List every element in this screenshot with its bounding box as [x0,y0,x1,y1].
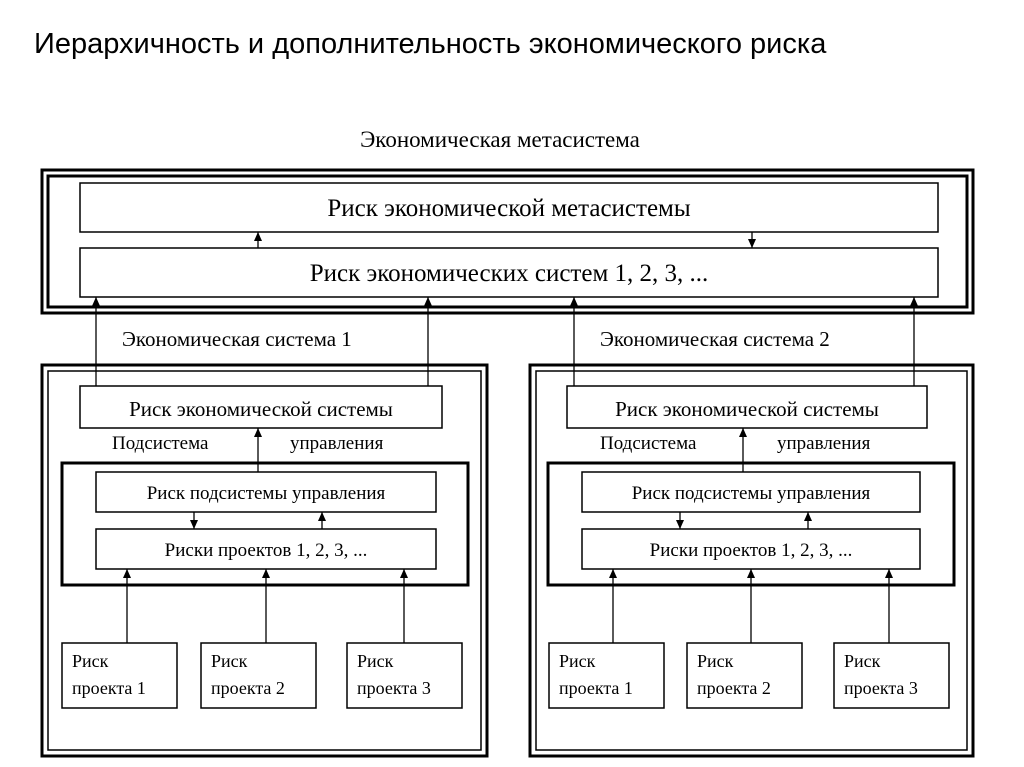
system-2-project-1-line2: проекта 1 [559,678,633,698]
metasystem-frame-inner [46,174,969,309]
system-2-risk-subsystem-box [581,471,921,513]
system-2-project-1-box [548,642,665,709]
system-2-risk-box [566,385,928,429]
system-2-subsystem-label-right: управления [777,433,871,454]
system-1-risk-subsystem-label: Риск подсистемы управления [146,483,386,504]
risk-meta-box [79,182,939,233]
system-1-subsystem-frame [60,461,470,587]
system-2-frame-outer [528,363,975,758]
system-1-risk-subsystem-box [95,471,437,513]
metasystem-caption: Экономическая метасистема [360,127,640,152]
system-2-project-2-box [686,642,803,709]
risk-systems-label: Риск экономических систем 1, 2, 3, ... [309,260,709,287]
system-2-risk-subsystem-label: Риск подсистемы управления [631,483,871,504]
system-2-frame-inner [535,370,968,751]
system-2-project-1-line1: Риск [559,651,596,671]
system-2-project-3-line1: Риск [844,651,881,671]
system-1-project-2-line1: Риск [211,651,248,671]
risk-systems-box [79,247,939,298]
system-1-subsystem-label-right: управления [290,433,384,454]
system-1-frame-inner [47,370,482,751]
system-1-subsystem-label-left: Подсистема [112,433,209,454]
risk-meta-label: Риск экономической метасистемы [327,195,691,222]
system-2-project-3-line2: проекта 3 [844,678,918,698]
system-1-risk-label: Риск экономической системы [129,397,393,421]
system-1-risks-projects-label: Риски проектов 1, 2, 3, ... [164,540,368,561]
system-2-caption: Экономическая система 2 [600,327,830,351]
system-1-project-1-line1: Риск [72,651,109,671]
system-2-project-2-line1: Риск [697,651,734,671]
system-1-frame-outer [40,363,489,758]
system-2-risks-projects-label: Риски проектов 1, 2, 3, ... [649,540,853,561]
system-1-project-3-line2: проекта 3 [357,678,431,698]
slide-title: Иерархичность и дополнительность экономи… [34,28,827,60]
system-1-project-2-box [200,642,317,709]
system-1-project-3-line1: Риск [357,651,394,671]
system-2-risk-label: Риск экономической системы [615,397,879,421]
system-1-caption: Экономическая система 1 [122,327,352,351]
system-2-subsystem-label-left: Подсистема [600,433,697,454]
metasystem-frame-outer [40,168,975,315]
system-1-project-2-line2: проекта 2 [211,678,285,698]
system-1-project-1-box [61,642,178,709]
system-2-project-3-box [833,642,950,709]
system-2-project-2-line2: проекта 2 [697,678,771,698]
system-1-project-1-line2: проекта 1 [72,678,146,698]
